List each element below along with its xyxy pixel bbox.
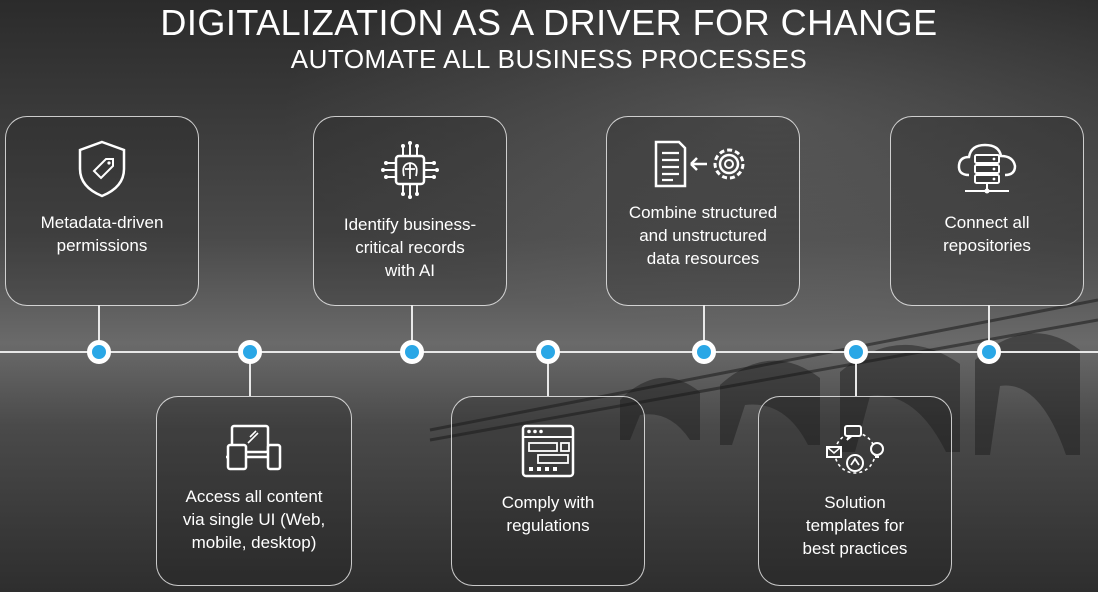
card-comply-regulations: Comply with regulations [451, 396, 645, 586]
card-label: Combine structured and unstructured data… [628, 203, 778, 268]
stem-7 [988, 305, 990, 352]
card-single-ui: Access all content via single UI (Web, m… [156, 396, 352, 586]
ai-chip-icon [381, 141, 439, 199]
solution-ideas-icon [826, 425, 884, 474]
timeline-node-1 [87, 340, 111, 364]
card-metadata-permissions: Metadata-driven permissions [5, 116, 199, 306]
stem-6 [855, 352, 857, 396]
card-label: Connect all repositories [943, 213, 1031, 255]
card-combine-data: Combine structured and unstructured data… [606, 116, 800, 306]
shield-tag-icon [78, 140, 126, 198]
card-connect-repositories: Connect all repositories [890, 116, 1084, 306]
devices-icon [226, 424, 282, 471]
stem-2 [249, 352, 251, 396]
card-label: Access all content via single UI (Web, m… [182, 487, 326, 552]
stem-1 [98, 305, 100, 352]
card-solution-templates: Solution templates for best practices [758, 396, 952, 586]
timeline-node-3 [400, 340, 424, 364]
timeline-node-2 [238, 340, 262, 364]
stem-4 [547, 352, 549, 396]
timeline-node-4 [536, 340, 560, 364]
card-label: Identify business- critical records with… [343, 215, 477, 280]
stem-5 [703, 305, 705, 352]
timeline-node-5 [692, 340, 716, 364]
card-ai-records: Identify business- critical records with… [313, 116, 507, 306]
page-subtitle: AUTOMATE ALL BUSINESS PROCESSES [290, 44, 808, 74]
timeline-node-6 [844, 340, 868, 364]
cloud-server-icon [957, 143, 1017, 194]
page-title: DIGITALIZATION AS A DRIVER FOR CHANGE [160, 2, 938, 43]
card-label: Metadata-driven permissions [40, 213, 164, 255]
card-label: Comply with regulations [501, 493, 595, 535]
timeline-node-7 [977, 340, 1001, 364]
card-label: Solution templates for best practices [802, 493, 908, 558]
document-gear-icon [654, 140, 745, 188]
stem-3 [411, 305, 413, 352]
regulation-form-icon [521, 424, 575, 478]
